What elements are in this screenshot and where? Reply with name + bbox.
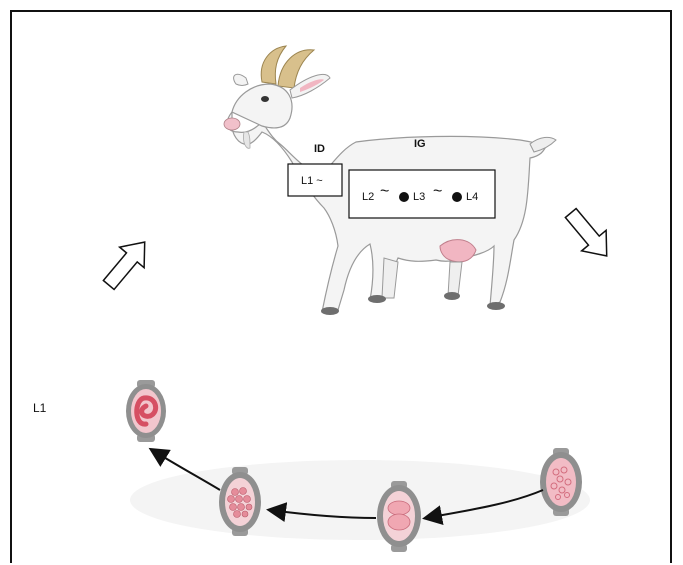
arrow-egg3-to-egg2 [266, 502, 377, 523]
tilde-2: ~ [433, 183, 442, 200]
larval-stages-box [348, 169, 496, 219]
molt-marker-2 [452, 192, 462, 202]
l1-box [287, 163, 343, 197]
stage-l3-label: L3 [413, 191, 425, 203]
egg-morula [219, 467, 261, 536]
stage-l4-label: L4 [466, 191, 478, 203]
up-right-arrow [102, 241, 146, 291]
l1-box-label: L1 ~ [301, 175, 323, 187]
stage-l2-label: L2 [362, 191, 374, 203]
l1-side-label: L1 [33, 401, 47, 415]
tilde-1: ~ [380, 183, 389, 200]
molt-marker-1 [399, 192, 409, 202]
egg-two-cell [377, 481, 421, 552]
egg-unembryonated [540, 448, 582, 516]
down-right-arrow [564, 207, 608, 257]
arrow-egg2-to-egg1 [148, 447, 221, 491]
arrow-egg4-to-egg3 [422, 489, 544, 525]
ground-shading [130, 460, 590, 540]
figure-frame [10, 10, 672, 563]
ig-label: IG [414, 138, 426, 150]
id-label: ID [314, 143, 325, 155]
egg-larvated [126, 380, 166, 442]
